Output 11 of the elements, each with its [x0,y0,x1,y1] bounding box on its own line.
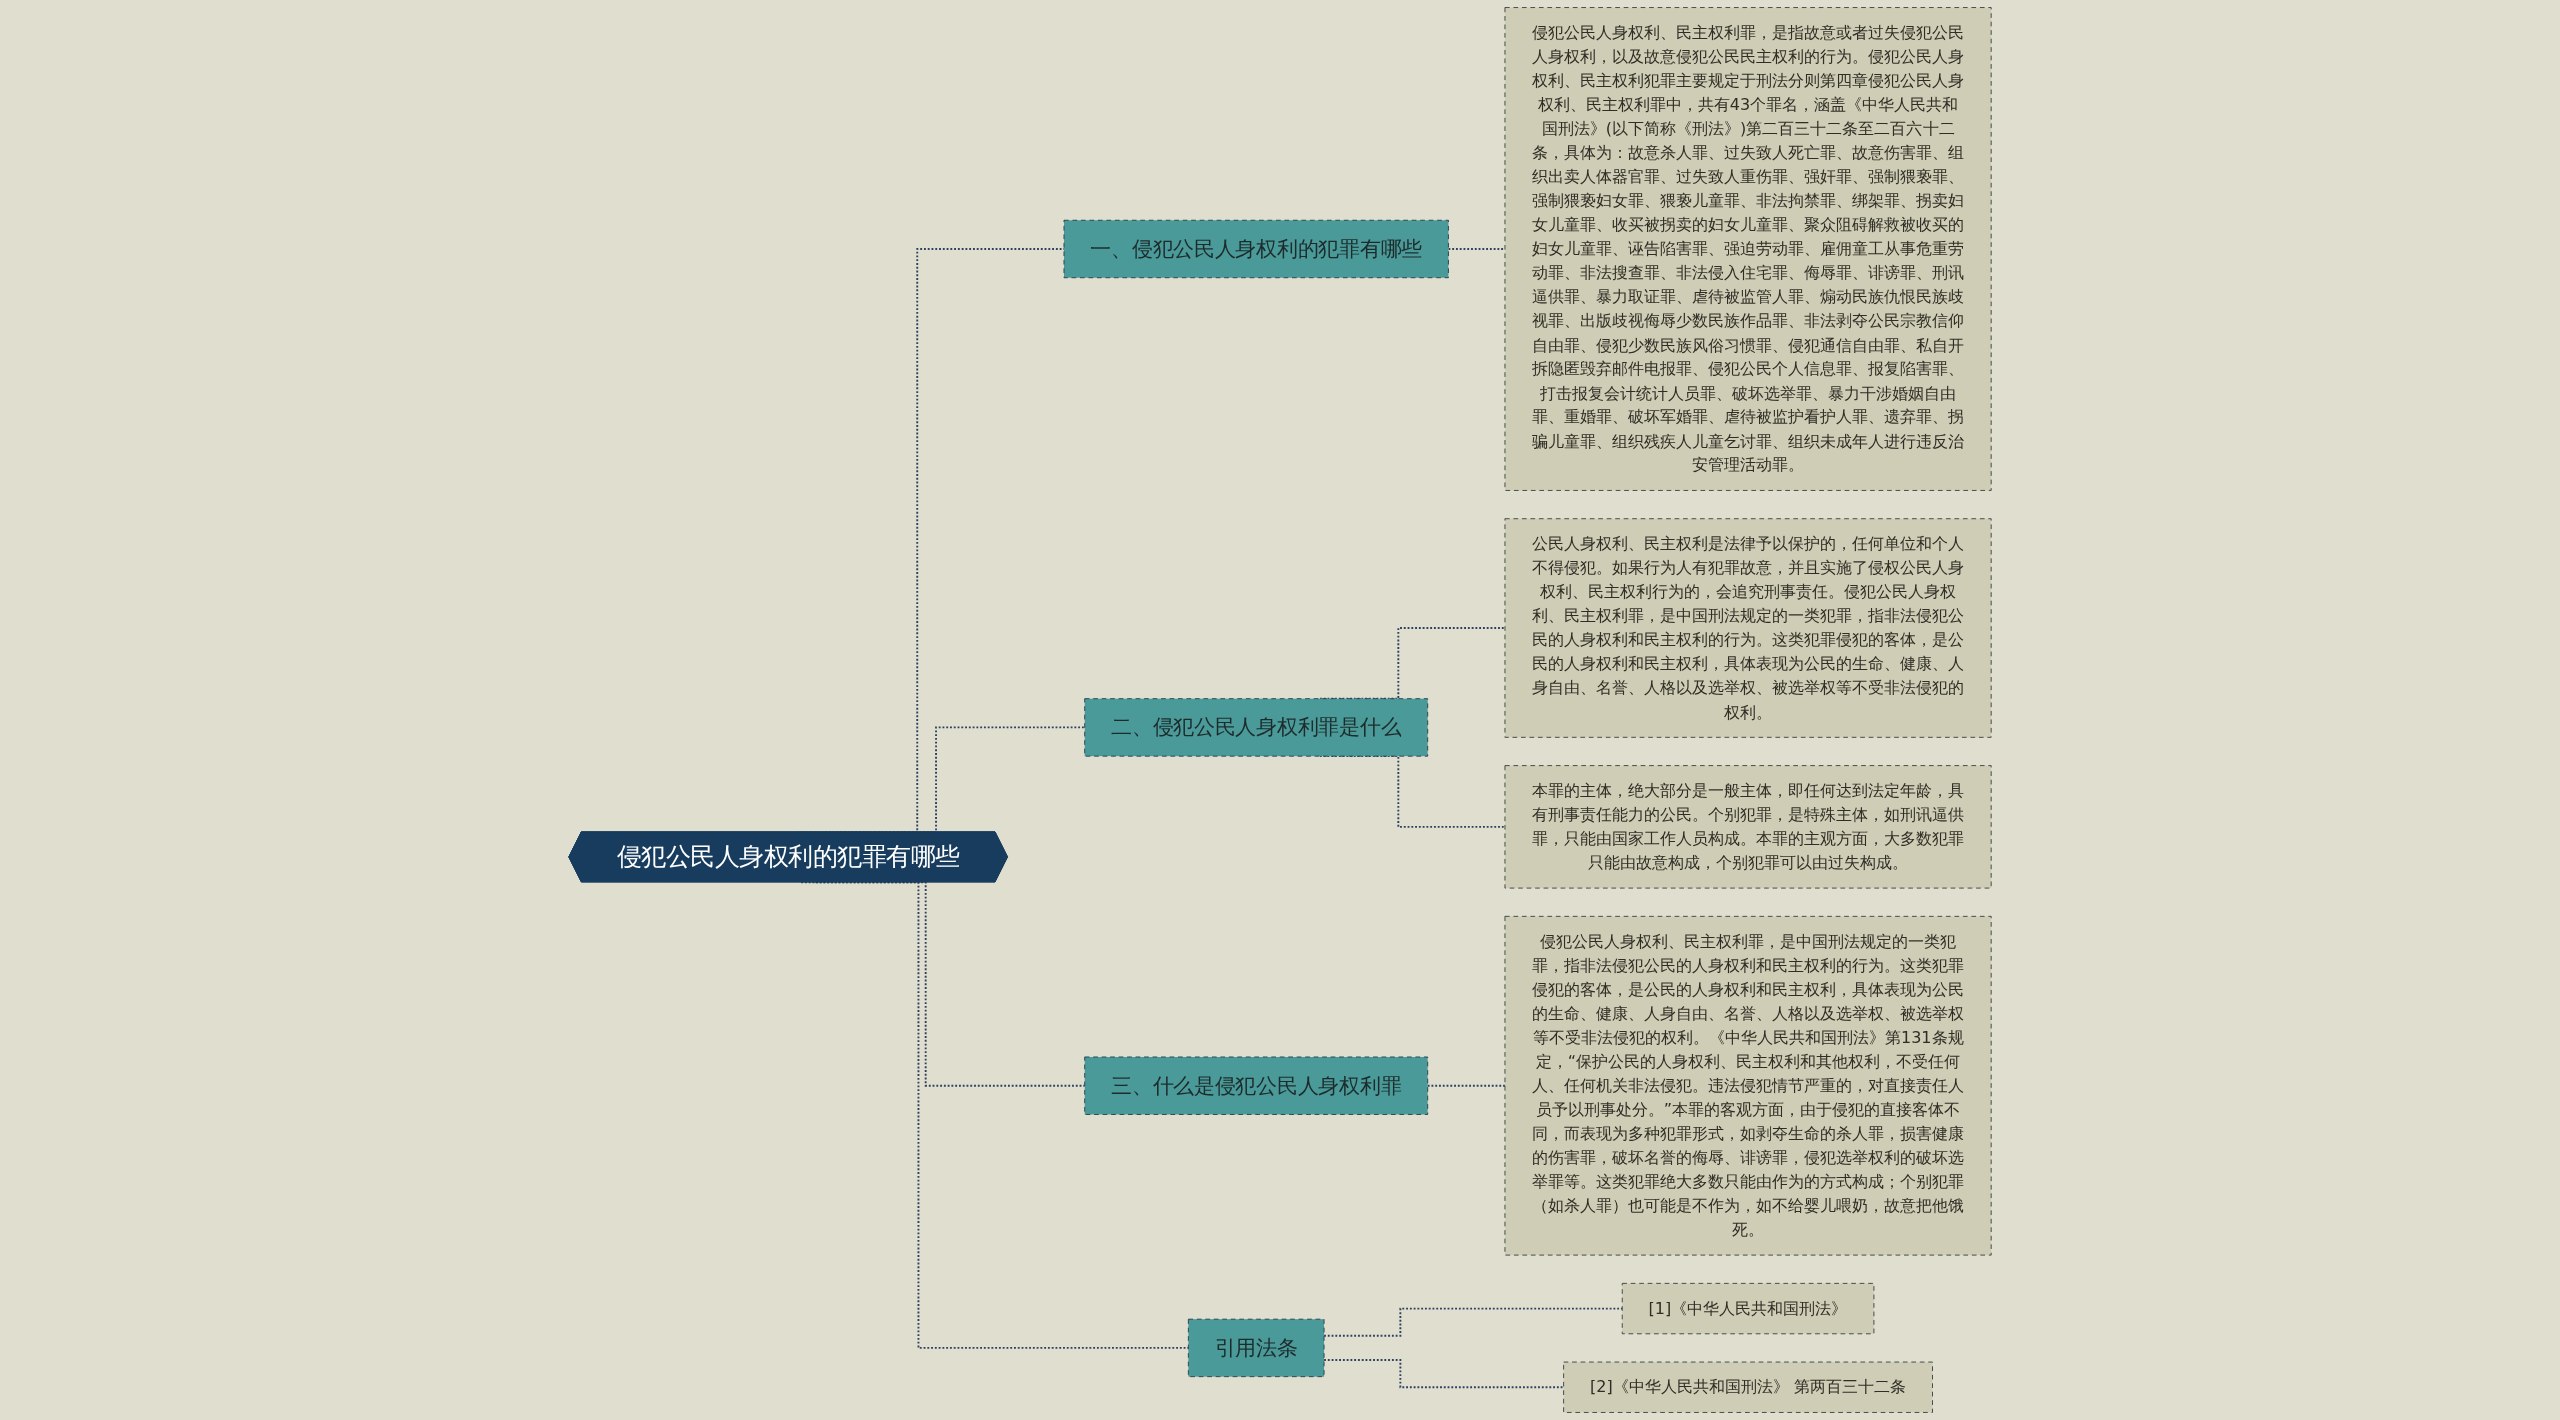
node-box [1504,518,1992,738]
node-box [1504,7,1992,491]
node-box [1063,219,1449,279]
node-box [1084,1056,1429,1115]
node-box [1504,765,1992,889]
node-box [1621,1282,1875,1335]
node-box [1504,915,1992,1256]
node-box [1084,698,1429,757]
connector [1447,248,1506,250]
node-box [1563,1361,1933,1413]
node-box [1187,1318,1325,1378]
